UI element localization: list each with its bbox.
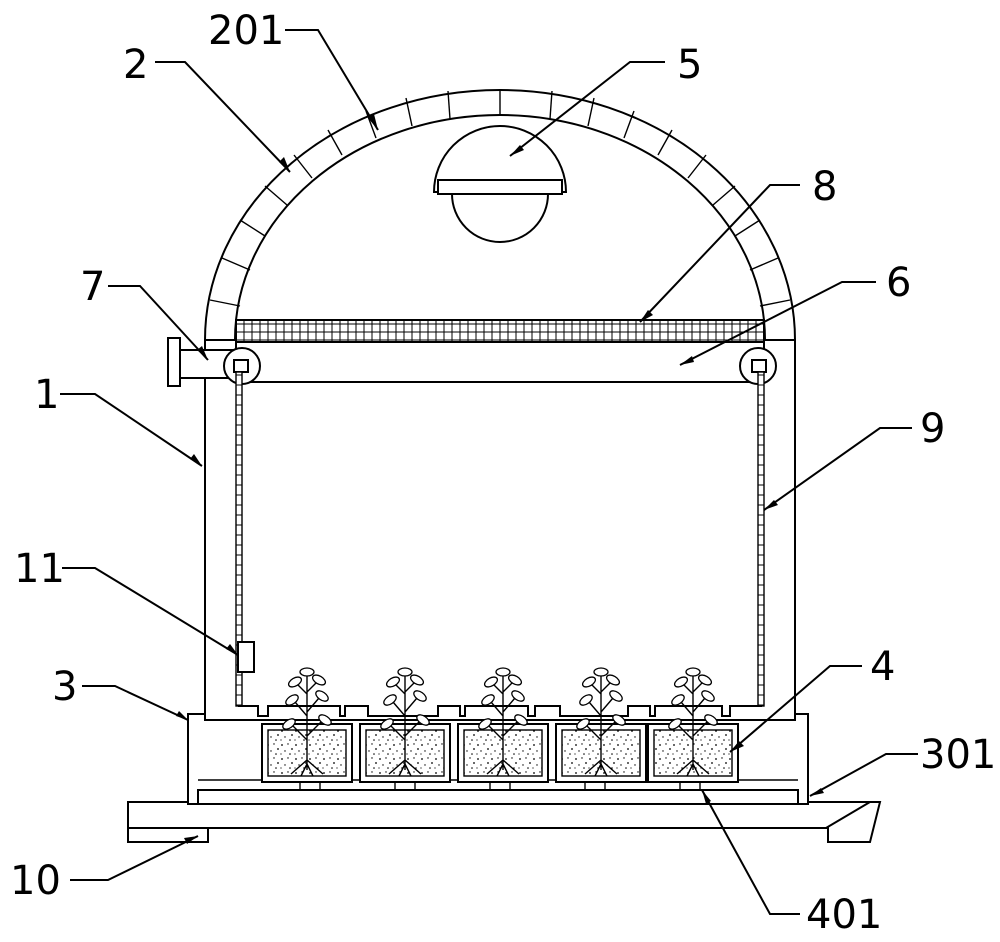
planting-pots xyxy=(261,723,739,783)
label-9: 9 xyxy=(920,406,945,452)
label-10: 10 xyxy=(10,858,61,904)
arched-roof xyxy=(203,89,797,341)
plant xyxy=(576,667,626,777)
label-3: 3 xyxy=(52,664,77,710)
tray-rail xyxy=(197,789,799,805)
sensor xyxy=(237,641,255,673)
leader-lines xyxy=(60,29,918,915)
plants xyxy=(282,667,718,777)
plant xyxy=(282,667,332,777)
housing xyxy=(204,339,796,721)
roof-segments xyxy=(209,89,791,307)
label-301: 301 xyxy=(920,732,996,778)
plant xyxy=(668,667,718,777)
label-6: 6 xyxy=(886,260,911,306)
label-201: 201 xyxy=(208,8,284,54)
mesh-cover xyxy=(235,319,765,343)
plant xyxy=(380,667,430,777)
base-plate-top xyxy=(127,801,874,829)
curtain-right xyxy=(757,371,765,707)
label-4: 4 xyxy=(870,644,895,690)
plant xyxy=(478,667,528,777)
label-401: 401 xyxy=(806,892,882,938)
label-7: 7 xyxy=(80,264,105,310)
label-11: 11 xyxy=(14,546,65,592)
pulleys xyxy=(223,347,777,385)
label-8: 8 xyxy=(812,164,837,210)
label-5: 5 xyxy=(677,42,702,88)
planting-floor xyxy=(238,705,762,717)
label-2: 2 xyxy=(123,42,148,88)
label-1: 1 xyxy=(34,372,59,418)
lamp xyxy=(432,125,568,243)
